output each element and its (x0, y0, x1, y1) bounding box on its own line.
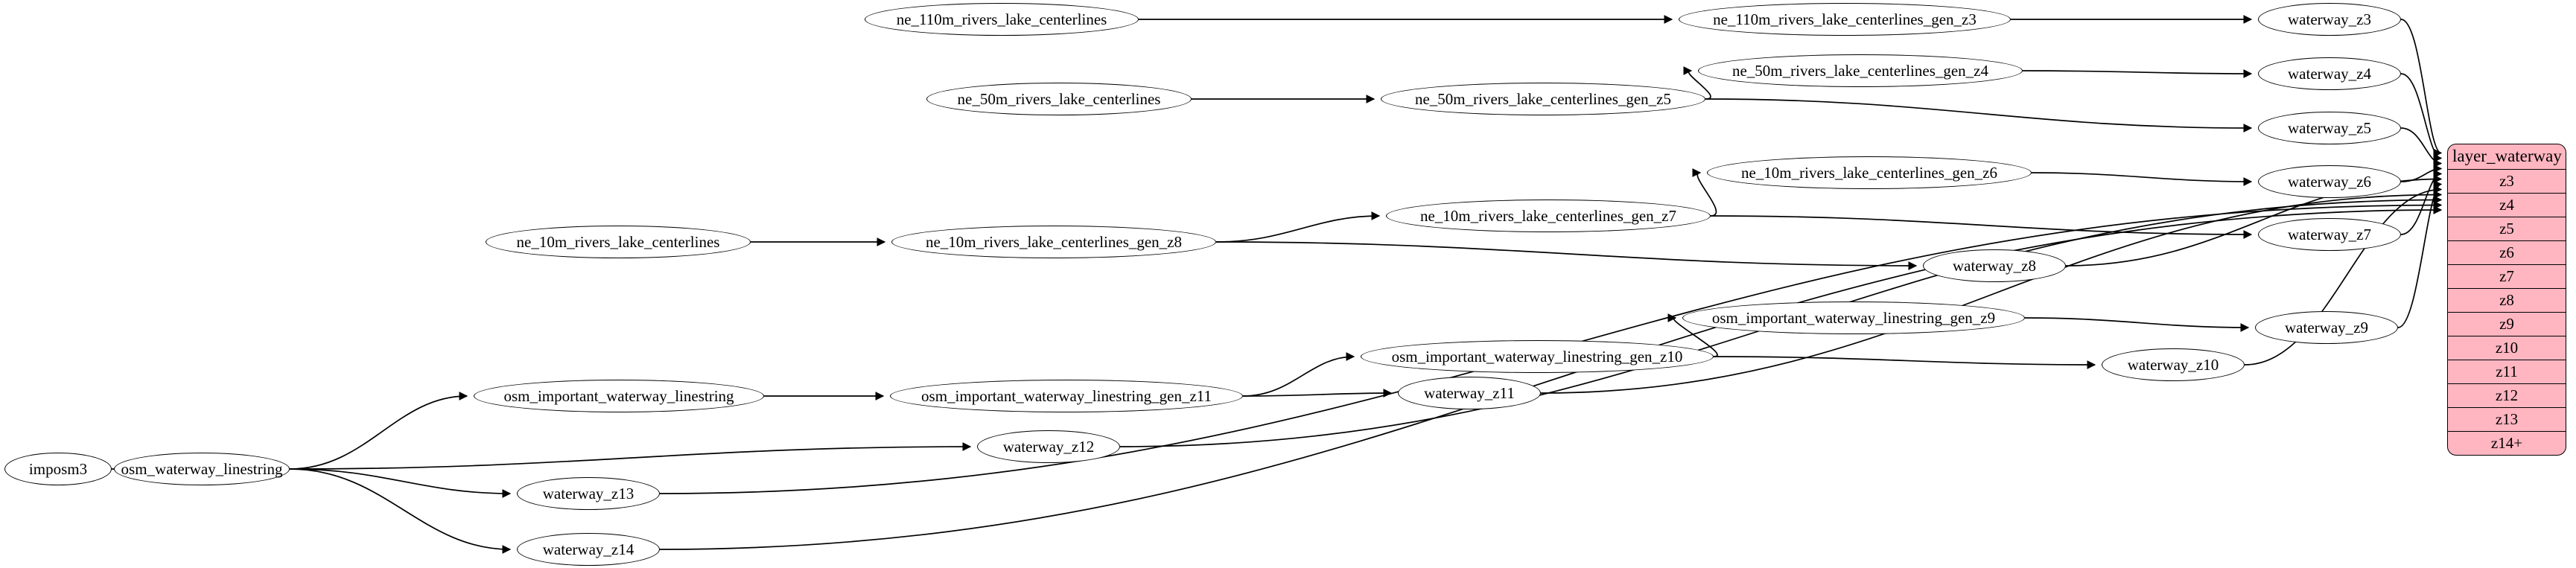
graph-node-waterway-z6[interactable]: waterway_z6 (2258, 165, 2401, 198)
graph-edge (1667, 313, 1718, 357)
graph-edge (2400, 164, 2443, 182)
graph-node-ne-10m-rivers-lake-centerlines-gen-z6[interactable]: ne_10m_rivers_lake_centerlines_gen_z6 (1707, 156, 2032, 189)
graph-edge (2400, 73, 2443, 163)
layer-waterway-row-z13[interactable]: z13 (2448, 408, 2566, 432)
graph-node-ne-50m-rivers-lake-centerlines[interactable]: ne_50m_rivers_lake_centerlines (926, 83, 1192, 115)
graph-node-waterway-z13[interactable]: waterway_z13 (517, 477, 660, 510)
graph-edge (2244, 185, 2443, 366)
graph-edge (1705, 98, 2253, 133)
graph-node-osm-important-waterway-linestring-gen-z10[interactable]: osm_important_waterway_linestring_gen_z1… (1361, 340, 1714, 373)
layer-waterway-row-z4[interactable]: z4 (2448, 194, 2566, 217)
graph-node-osm-important-waterway-linestring-gen-z11[interactable]: osm_important_waterway_linestring_gen_z1… (890, 380, 1243, 412)
graph-node-osm-important-waterway-linestring[interactable]: osm_important_waterway_linestring (474, 380, 764, 412)
graph-node-waterway-z9[interactable]: waterway_z9 (2255, 311, 2398, 344)
layer-waterway-table-title: layer_waterway (2448, 144, 2566, 170)
graph-node-waterway-z11[interactable]: waterway_z11 (1398, 377, 1541, 409)
graph-edge (2024, 317, 2250, 332)
graph-edge (2400, 19, 2443, 158)
graph-node-waterway-z8[interactable]: waterway_z8 (1923, 249, 2066, 282)
graph-node-ne-50m-rivers-lake-centerlines-gen-z4[interactable]: ne_50m_rivers_lake_centerlines_gen_z4 (1698, 54, 2023, 87)
graph-edge (1242, 352, 1355, 397)
graph-node-ne-110m-rivers-lake-centerlines-gen-z3[interactable]: ne_110m_rivers_lake_centerlines_gen_z3 (1679, 3, 2011, 36)
graph-edge (1215, 211, 1381, 243)
layer-waterway-row-z9[interactable]: z9 (2448, 313, 2566, 336)
layer-waterway-row-z7[interactable]: z7 (2448, 265, 2566, 289)
graph-node-waterway-z3[interactable]: waterway_z3 (2258, 3, 2401, 36)
graph-edge (2400, 169, 2443, 235)
graph-edge (1683, 66, 1711, 100)
graph-edge (1713, 356, 2096, 369)
graph-node-ne-10m-rivers-lake-centerlines-gen-z7[interactable]: ne_10m_rivers_lake_centerlines_gen_z7 (1386, 200, 1711, 232)
graph-edge (289, 468, 512, 554)
layer-waterway-row-z8[interactable]: z8 (2448, 289, 2566, 313)
graph-node-ne-110m-rivers-lake-centerlines[interactable]: ne_110m_rivers_lake_centerlines (865, 3, 1139, 36)
layer-waterway-row-z11[interactable]: z11 (2448, 360, 2566, 384)
graph-node-osm-waterway-linestring[interactable]: osm_waterway_linestring (114, 453, 290, 485)
graph-node-imposm3[interactable]: imposm3 (4, 453, 112, 485)
layer-waterway-row-z14plus[interactable]: z14+ (2490, 434, 2523, 452)
graph-edge (2400, 127, 2443, 168)
graph-node-waterway-z12[interactable]: waterway_z12 (977, 430, 1120, 463)
graph-edge (2022, 69, 2253, 78)
graph-edge (659, 205, 2443, 550)
graph-edge (289, 442, 972, 470)
layer-waterway-row-z10[interactable]: z10 (2448, 336, 2566, 360)
graph-node-waterway-z7[interactable]: waterway_z7 (2258, 218, 2401, 251)
graph-edge (2031, 172, 2253, 186)
graph-edge (1242, 389, 1393, 398)
graph-node-ne-10m-rivers-lake-centerlines-gen-z8[interactable]: ne_10m_rivers_lake_centerlines_gen_z8 (891, 226, 1216, 258)
graph-node-ne-10m-rivers-lake-centerlines[interactable]: ne_10m_rivers_lake_centerlines (486, 226, 751, 258)
graph-node-waterway-z10[interactable]: waterway_z10 (2102, 348, 2245, 381)
layer-waterway-row-z6[interactable]: z6 (2448, 241, 2566, 265)
layer-waterway-row-z3[interactable]: z3 (2448, 170, 2566, 194)
layer-waterway-row-z12[interactable]: z12 (2448, 384, 2566, 408)
graph-edge (1692, 168, 1717, 217)
graph-node-waterway-z4[interactable]: waterway_z4 (2258, 57, 2401, 90)
graph-node-osm-important-waterway-linestring-gen-z9[interactable]: osm_important_waterway_linestring_gen_z9 (1682, 301, 2025, 334)
layer-waterway-row-z5[interactable]: z5 (2448, 217, 2566, 241)
graph-edge (289, 392, 468, 470)
graph-node-waterway-z14[interactable]: waterway_z14 (517, 533, 660, 566)
graph-edge (1215, 241, 1918, 270)
graph-edge (289, 468, 512, 498)
graph-node-waterway-z5[interactable]: waterway_z5 (2258, 112, 2401, 144)
graph-edge (1710, 215, 2253, 239)
graph-node-ne-50m-rivers-lake-centerlines-gen-z5[interactable]: ne_50m_rivers_lake_centerlines_gen_z5 (1381, 83, 1705, 115)
